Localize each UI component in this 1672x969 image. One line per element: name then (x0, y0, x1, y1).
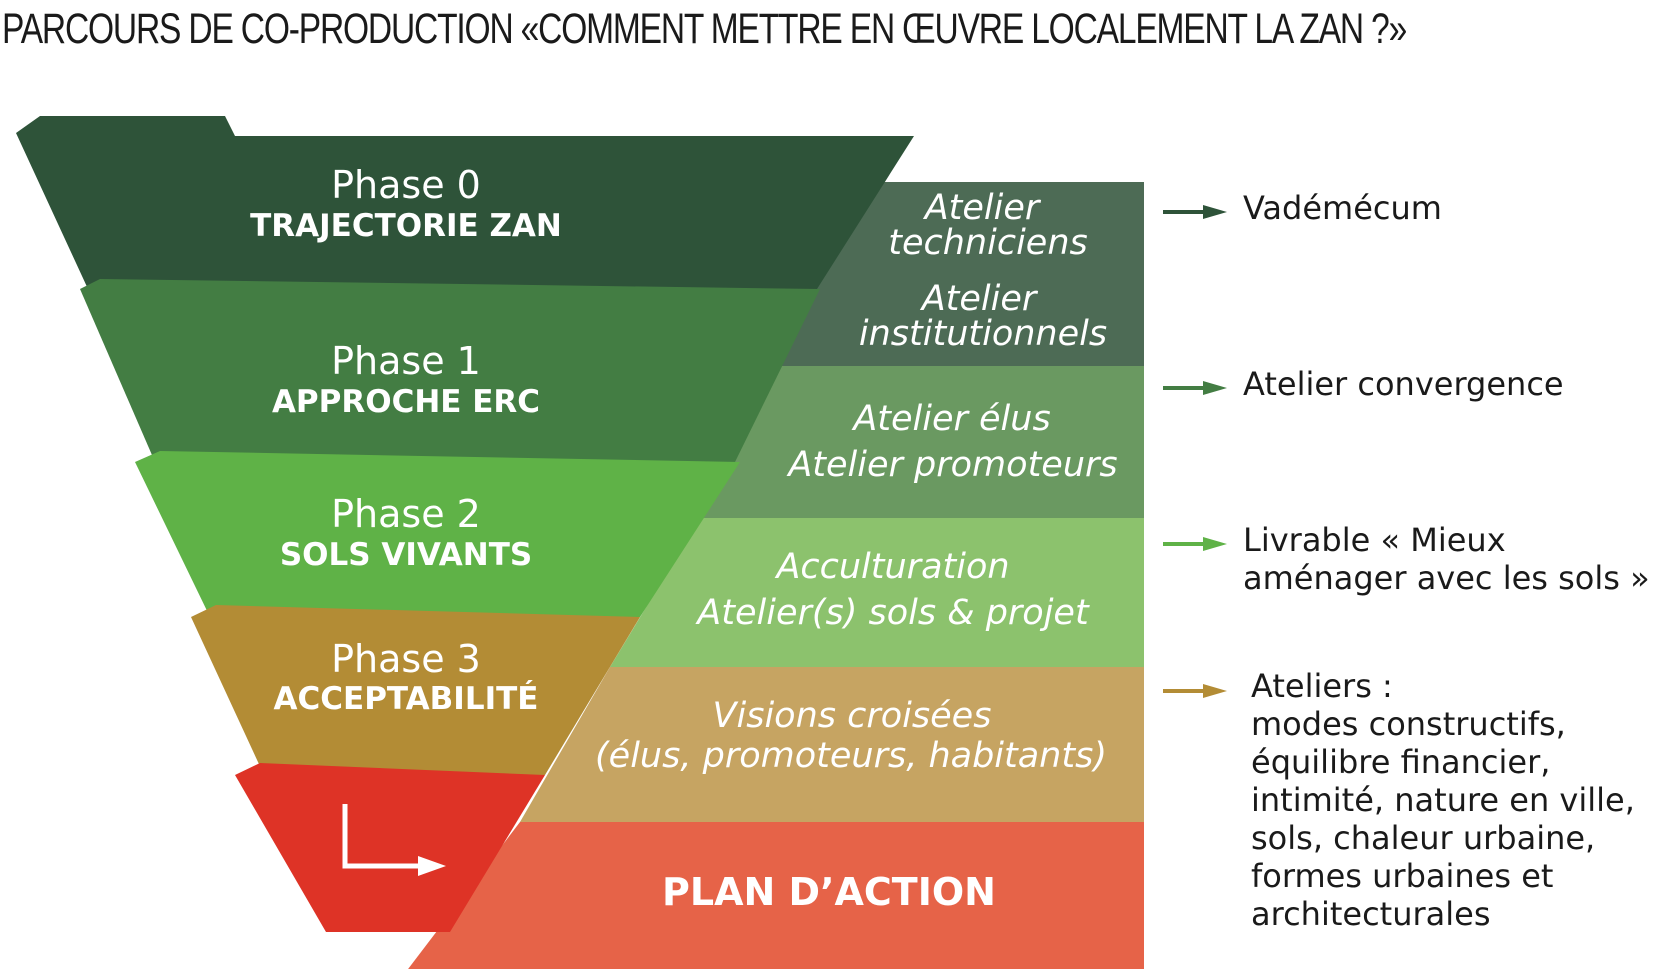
band-plan-action (408, 822, 1144, 969)
output-arrow-icon (1163, 205, 1227, 219)
phase-4-band (235, 763, 545, 932)
workshop-techniciens-line-2: techniciens (888, 223, 1088, 263)
workshop-sols-projet-line: Atelier(s) sols & projet (695, 593, 1090, 633)
corner-arrow-icon (342, 804, 446, 876)
plan-action-label: PLAN D’ACTION (662, 870, 996, 914)
output-line: aménager avec les sols » (1243, 559, 1650, 597)
workshop-acculturation-line: Acculturation (774, 547, 1009, 587)
band-visions-croisees (520, 667, 1144, 822)
phase-1-name: APPROCHE ERC (272, 384, 540, 420)
output-line: Ateliers : (1251, 667, 1393, 705)
phase-0-label: Phase 0 (331, 163, 481, 207)
band-atelier-elus-promoteurs (700, 366, 1144, 518)
workshop-promoteurs-line: Atelier promoteurs (786, 445, 1117, 485)
diagram-title: PARCOURS DE CO-PRODUCTION «COMMENT METTR… (2, 5, 1407, 53)
output-ateliers: Ateliers : modes constructifs, équilibre… (1251, 667, 1635, 933)
band-atelier-institutionnels (780, 271, 1144, 366)
output-arrow-icon (1163, 381, 1227, 395)
phase-0-band (16, 116, 914, 289)
phase-1-band (80, 279, 820, 462)
output-line: équilibre financier, (1251, 743, 1551, 781)
output-line: Atelier convergence (1243, 365, 1564, 403)
output-line: formes urbaines et (1251, 857, 1554, 895)
workshop-visions-line-2: (élus, promoteurs, habitants) (595, 736, 1107, 776)
output-arrow-icon (1163, 537, 1227, 551)
workshop-visions-line-1: Visions croisées (713, 696, 992, 736)
output-line: Vadémécum (1243, 189, 1442, 227)
phase-2-name: SOLS VIVANTS (280, 537, 532, 573)
output-line: Livrable « Mieux (1243, 521, 1506, 559)
phase-3-band (191, 605, 640, 775)
output-vademecum: Vadémécum (1243, 189, 1442, 227)
output-livrable: Livrable « Mieux aménager avec les sols … (1243, 521, 1650, 597)
output-arrow-icon (1163, 684, 1227, 698)
output-line: architecturales (1251, 895, 1491, 933)
band-acculturation (610, 518, 1144, 667)
phase-3-label: Phase 3 (331, 637, 481, 681)
output-line: sols, chaleur urbaine, (1251, 819, 1596, 857)
workshop-institutionnels-line-1: Atelier (920, 279, 1039, 319)
phase-1-label: Phase 1 (331, 339, 481, 383)
output-line: modes constructifs, (1251, 705, 1566, 743)
phase-3-name: ACCEPTABILITÉ (274, 681, 539, 717)
phase-0-name: TRAJECTORIE ZAN (250, 208, 562, 244)
workshop-institutionnels-line-2: institutionnels (859, 314, 1107, 354)
band-atelier-techniciens (810, 182, 1144, 271)
output-atelier-convergence: Atelier convergence (1243, 365, 1564, 403)
phase-2-band (135, 451, 740, 617)
workshop-techniciens-line-1: Atelier (923, 188, 1042, 228)
output-line: intimité, nature en ville, (1251, 781, 1635, 819)
workshop-elus-line: Atelier élus (851, 399, 1050, 439)
phase-2-label: Phase 2 (331, 492, 481, 536)
